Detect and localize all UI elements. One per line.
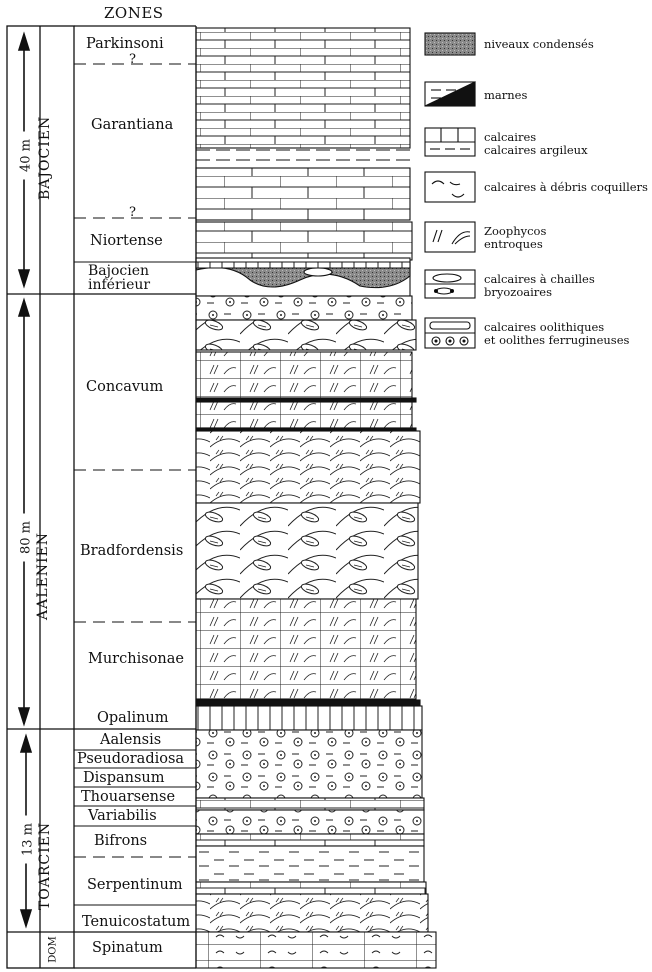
zone-thouarsense: Thouarsense xyxy=(81,789,176,805)
legend-swatch-condensed xyxy=(424,32,476,56)
lithologic-column xyxy=(195,26,437,969)
bed-toarcien-brick-1 xyxy=(195,797,425,811)
legend-label-chailles: calcaires à chailles xyxy=(484,272,595,286)
uncertain-mark-2: ? xyxy=(129,205,136,220)
zone-bifrons: Bifrons xyxy=(94,833,148,849)
stage-label-toarcien: TOARCIEN xyxy=(37,821,53,911)
legend-swatch-marl xyxy=(424,81,476,107)
legend-swatch-zoophycos xyxy=(424,221,476,253)
bed-toarcien-brick-2 xyxy=(195,833,425,847)
zone-variabilis: Variabilis xyxy=(88,808,157,824)
bed-chailles xyxy=(195,295,413,321)
stage-columns-frame xyxy=(6,25,196,969)
bed-wavy xyxy=(195,430,421,504)
bed-toarcien-oolith xyxy=(195,729,423,799)
zone-parkinsoni: Parkinsoni xyxy=(86,36,164,52)
legend-label-calcaires: calcaires xyxy=(484,130,537,144)
zone-bajocien-inferieur-line2: inférieur xyxy=(88,277,151,293)
legend-swatch-calcaires xyxy=(424,127,476,157)
thickness-label-toarcien: 13 m xyxy=(20,815,36,864)
bed-tenuicostatum xyxy=(195,893,429,933)
stage-label-aalenien: AALENIEN xyxy=(35,532,51,620)
zone-dispansum: Dispansum xyxy=(83,770,165,786)
bed-variabilis xyxy=(195,809,425,835)
zone-boundaries xyxy=(74,63,196,906)
legend-swatch-debris xyxy=(424,171,476,203)
thickness-arrows xyxy=(17,31,33,929)
zone-spinatum: Spinatum xyxy=(92,940,163,956)
thickness-label-aalenien: 80 m xyxy=(18,513,34,562)
bed-concavum-zoo xyxy=(195,351,413,399)
legend-label-calcaires-argileux: calcaires argileux xyxy=(484,143,588,157)
legend-swatch-oolithes xyxy=(424,317,476,349)
uncertain-mark-1: ? xyxy=(129,52,136,67)
stage-label-dom: DOM xyxy=(47,936,59,963)
legend-label-oolithiques: calcaires oolithiques xyxy=(484,320,605,334)
legend-label-debris: calcaires à débris coquillers xyxy=(484,180,648,194)
zone-tenuicostatum: Tenuicostatum xyxy=(82,914,191,930)
legend-swatch-chailles xyxy=(424,269,476,299)
thickness-label-bajocien: 40 m xyxy=(18,131,34,180)
legend-label-oolithes-ferrugineuses: et oolithes ferrugineuses xyxy=(484,333,630,347)
bed-opalinum xyxy=(195,705,423,731)
legend-label-condensed: niveaux condensés xyxy=(484,37,594,51)
bed-spinatum xyxy=(195,931,437,969)
zone-serpentinum: Serpentinum xyxy=(87,877,183,893)
stage-label-bajocien: BAJOCIEN xyxy=(37,115,53,200)
bed-bradfordensis xyxy=(195,502,419,600)
bed-concavum-zoo-2 xyxy=(195,401,413,429)
legend-swatches xyxy=(424,32,476,349)
zones-header: ZONES xyxy=(104,4,164,22)
zone-opalinum: Opalinum xyxy=(97,710,169,726)
bed-bifrons-marl xyxy=(195,845,425,883)
zone-concavum: Concavum xyxy=(86,379,164,395)
zone-niortense: Niortense xyxy=(90,233,163,249)
zone-bajocien-inferieur-line1: Bajocien xyxy=(88,263,150,279)
legend-label-zoophycos: Zoophycos xyxy=(484,224,547,238)
bed-garantiana-upper xyxy=(195,167,411,221)
zone-garantiana: Garantiana xyxy=(91,117,174,133)
bed-parkinsoni-garantiana xyxy=(195,27,411,149)
zone-aalensis: Aalensis xyxy=(100,732,162,748)
bed-murchisonae xyxy=(195,598,417,700)
bed-concavum-lens xyxy=(195,319,417,351)
zone-bradfordensis: Bradfordensis xyxy=(80,543,184,559)
legend-label-entroques: entroques xyxy=(484,237,543,251)
legend-label-marl: marnes xyxy=(484,88,528,102)
bed-serpentinum-brick xyxy=(195,881,427,895)
legend-label-bryozoaires: bryozoaires xyxy=(484,285,553,299)
zone-pseudoradiosa: Pseudoradiosa xyxy=(77,751,185,767)
bed-niortense xyxy=(195,221,413,261)
zone-murchisonae: Murchisonae xyxy=(88,651,184,667)
